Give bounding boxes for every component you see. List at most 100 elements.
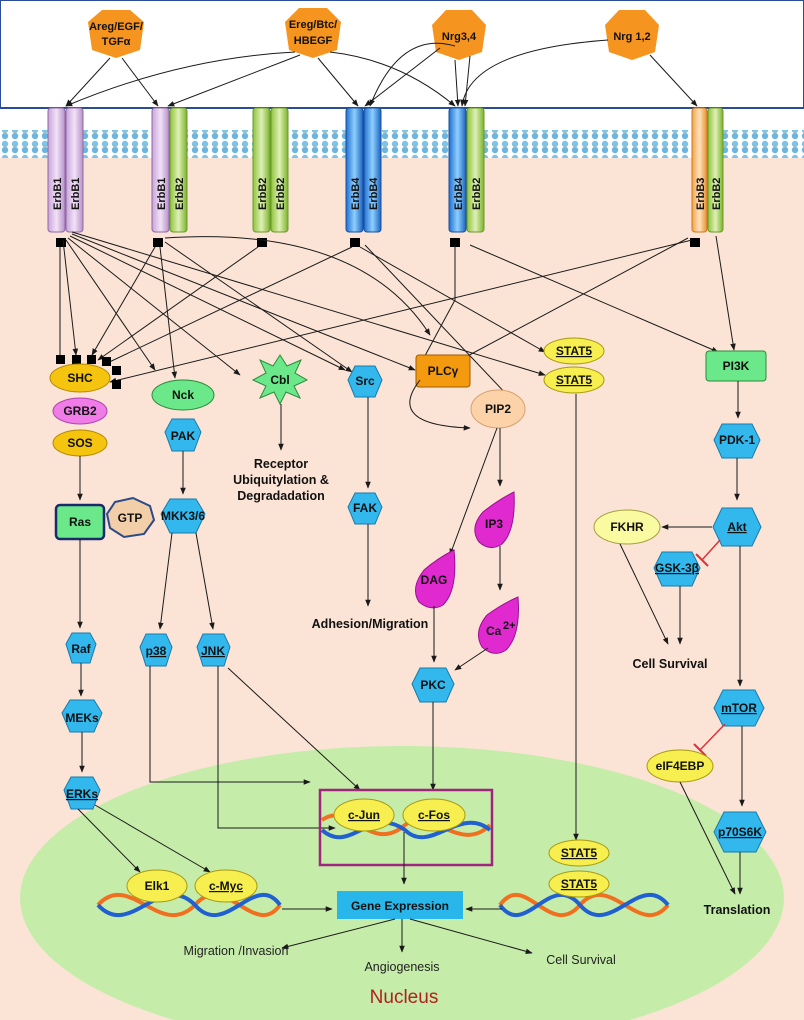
svg-text:c-Jun: c-Jun — [348, 808, 380, 822]
svg-text:ErbB4: ErbB4 — [453, 177, 465, 210]
node-stat5-nuclear-lower: STAT5 — [548, 870, 610, 898]
svg-text:GTP: GTP — [118, 511, 143, 525]
node-ip3: IP3 — [474, 491, 515, 548]
node-plcg: PLCγ — [415, 354, 471, 388]
node-fkhr: FKHR — [593, 509, 661, 545]
caption-adhesion-migration: Adhesion/Migration — [312, 617, 429, 631]
receptor-erbb2-erbb2: ErbB2 ErbB2 — [252, 107, 289, 247]
node-mkk3-6: MKK3/6 — [160, 498, 206, 534]
svg-text:Cbl: Cbl — [270, 373, 289, 387]
cell-membrane — [0, 130, 804, 158]
svg-text:Nck: Nck — [172, 388, 194, 402]
svg-text:FKHR: FKHR — [610, 520, 644, 534]
nucleus-label: Nucleus — [370, 987, 439, 1008]
svg-text:Elk1: Elk1 — [145, 879, 170, 893]
node-pak: PAK — [164, 418, 202, 452]
receptor-erbb4-erbb4: ErbB4 ErbB4 — [345, 107, 382, 247]
svg-text:STAT5: STAT5 — [561, 877, 598, 891]
svg-text:STAT5: STAT5 — [561, 846, 598, 860]
svg-text:ErbB2: ErbB2 — [471, 178, 483, 210]
node-eif4ebp: eIF4EBP — [646, 749, 714, 783]
svg-text:Ereg/Btc/: Ereg/Btc/ — [289, 19, 337, 31]
svg-text:ErbB4: ErbB4 — [350, 177, 362, 210]
svg-text:DAG: DAG — [421, 573, 448, 587]
node-pi3k: PI3K — [705, 350, 767, 382]
node-gtp: GTP — [105, 496, 156, 539]
ligand-ereg-btc-hbegf: Ereg/Btc/ HBEGF — [285, 8, 341, 58]
shc-docking-sites — [56, 355, 121, 389]
dna-helix-left — [96, 892, 282, 918]
svg-text:2+: 2+ — [503, 620, 516, 632]
svg-text:GRB2: GRB2 — [63, 404, 97, 418]
caption-receptor-deg-2: Ubiquitylation & — [233, 473, 329, 487]
svg-text:Src: Src — [355, 374, 375, 388]
node-p70s6k: p70S6K — [713, 811, 767, 853]
ap1-complex-frame — [318, 788, 494, 867]
node-c-jun: c-Jun — [333, 798, 395, 832]
caption-receptor-deg-3: Degradadation — [237, 489, 325, 503]
svg-text:ErbB2: ErbB2 — [711, 178, 723, 210]
dna-helix-right — [498, 892, 670, 918]
svg-text:ErbB2: ErbB2 — [174, 178, 186, 210]
receptor-erbb1-erbb1: ErbB1 ErbB1 — [47, 107, 84, 247]
svg-text:HBEGF: HBEGF — [294, 35, 333, 47]
svg-text:Ras: Ras — [69, 515, 91, 529]
caption-cell-survival-top: Cell Survival — [632, 657, 707, 671]
svg-text:Raf: Raf — [71, 642, 91, 656]
ligand-nrg1-2: Nrg 1,2 — [605, 10, 659, 60]
svg-text:PKC: PKC — [420, 678, 446, 692]
node-erks: ERKs — [63, 776, 101, 810]
node-dag: DAG — [414, 549, 456, 609]
svg-text:ErbB1: ErbB1 — [52, 178, 64, 210]
svg-text:ErbB4: ErbB4 — [368, 177, 380, 210]
svg-text:Akt: Akt — [727, 520, 746, 534]
svg-text:GSK-3β: GSK-3β — [655, 561, 699, 575]
svg-text:c-Myc: c-Myc — [209, 879, 243, 893]
svg-text:mTOR: mTOR — [721, 701, 757, 715]
node-c-fos: c-Fos — [402, 798, 466, 832]
receptor-erbb1-erbb2: ErbB1 ErbB2 — [151, 107, 188, 247]
svg-text:MKK3/6: MKK3/6 — [161, 509, 205, 523]
svg-text:PAK: PAK — [171, 429, 196, 443]
node-pdk1: PDK-1 — [713, 423, 761, 459]
node-jnk: JNK — [196, 633, 231, 667]
node-ras: Ras — [54, 503, 106, 541]
svg-text:STAT5: STAT5 — [556, 344, 593, 358]
node-stat5-nuclear-upper: STAT5 — [548, 839, 610, 867]
node-akt: Akt — [712, 507, 762, 547]
node-src: Src — [347, 365, 383, 398]
svg-text:FAK: FAK — [353, 501, 377, 515]
mtor-eif-inhibition — [693, 723, 726, 757]
node-shc: SHC — [49, 363, 111, 393]
svg-text:PIP2: PIP2 — [485, 402, 511, 416]
node-pkc: PKC — [411, 667, 455, 703]
node-elk1: Elk1 — [126, 869, 188, 903]
svg-text:Gene Expression: Gene Expression — [351, 899, 449, 913]
svg-text:IP3: IP3 — [485, 517, 503, 531]
akt-gsk-inhibition — [695, 539, 721, 567]
svg-text:Areg/EGF/: Areg/EGF/ — [89, 21, 143, 33]
svg-text:SHC: SHC — [67, 371, 93, 385]
node-p38: p38 — [139, 633, 173, 667]
gene-expression-box: Gene Expression — [337, 891, 463, 919]
node-c-myc: c-Myc — [194, 869, 258, 903]
svg-text:ErbB2: ErbB2 — [275, 178, 287, 210]
svg-text:ErbB1: ErbB1 — [70, 178, 82, 210]
svg-text:PI3K: PI3K — [723, 359, 750, 373]
node-meks: MEKs — [61, 699, 103, 733]
node-grb2: GRB2 — [52, 397, 108, 425]
svg-text:ERKs: ERKs — [66, 787, 98, 801]
node-pip2: PIP2 — [470, 389, 526, 429]
node-mtor: mTOR — [713, 689, 765, 727]
receptor-signaling-arrows — [57, 231, 736, 399]
ligand-areg-egf-tgfa: Areg/EGF/ TGFα — [88, 10, 144, 58]
svg-text:ErbB3: ErbB3 — [695, 178, 707, 210]
node-calcium: Ca 2+ — [477, 596, 519, 654]
svg-text:Nrg3,4: Nrg3,4 — [442, 31, 477, 43]
ligand-nrg3-4: Nrg3,4 — [432, 10, 486, 60]
receptor-erbb4-erbb2: ErbB4 ErbB2 — [448, 107, 485, 247]
svg-text:p70S6K: p70S6K — [718, 825, 762, 839]
caption-cell-survival-bottom: Cell Survival — [546, 953, 615, 967]
